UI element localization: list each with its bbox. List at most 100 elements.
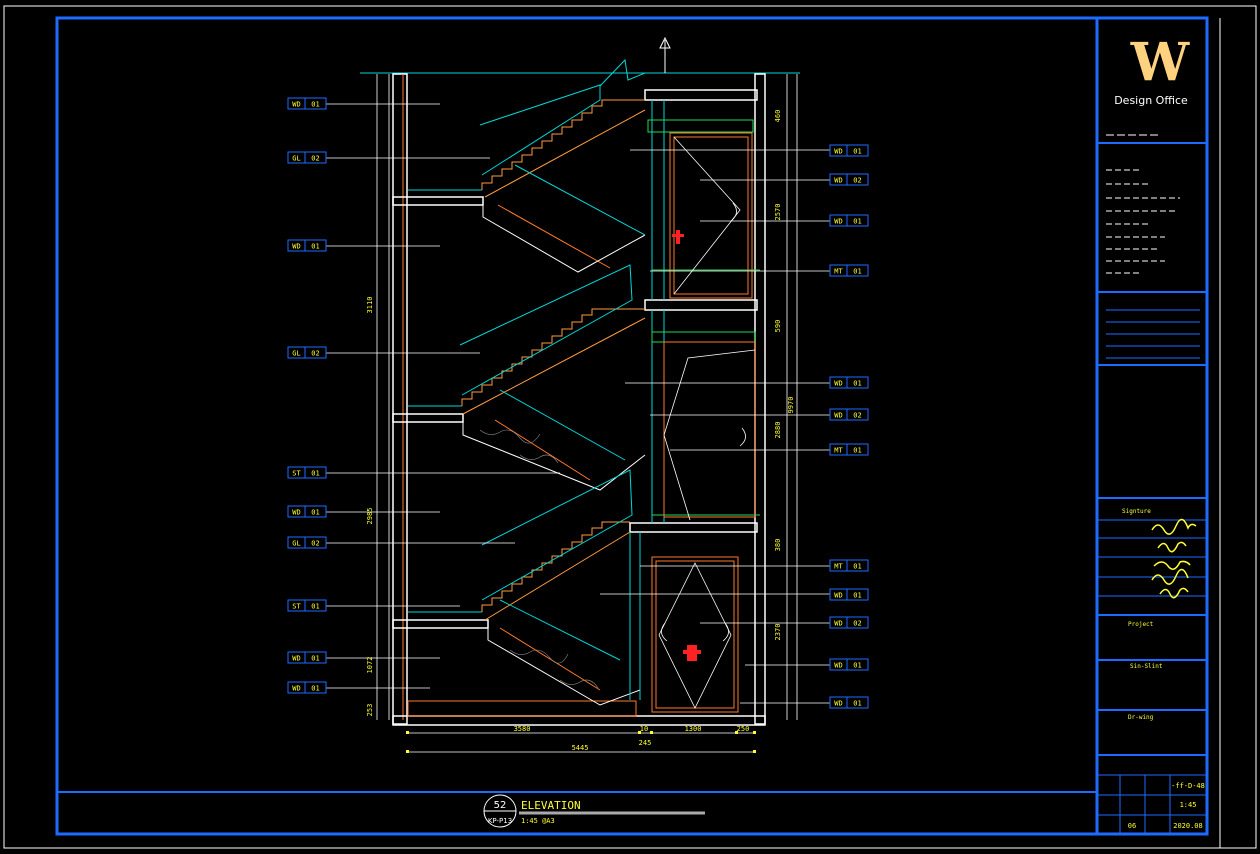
svg-text:MT: MT (834, 268, 843, 276)
svg-text:WD: WD (834, 148, 842, 156)
svg-text:01: 01 (853, 447, 861, 455)
svg-text:01: 01 (853, 148, 861, 156)
tag-right-4: MT 01 (829, 264, 869, 277)
svg-text:01: 01 (853, 662, 861, 670)
tag-left-4: GL 02 (287, 346, 327, 359)
tag-left-6: WD 01 (287, 505, 327, 518)
svg-text:02: 02 (311, 350, 319, 358)
svg-text:02: 02 (311, 155, 319, 163)
tag-left-1: WD 01 (287, 97, 327, 110)
svg-text:01: 01 (311, 603, 319, 611)
dim-right-4: 2880 (774, 422, 782, 439)
tag-right-12: WD 01 (829, 696, 869, 709)
dim-left-2: 2985 (366, 508, 374, 525)
door-lower (651, 556, 739, 713)
svg-text:02: 02 (853, 177, 861, 185)
tag-left-7: GL 02 (287, 536, 327, 549)
tag-right-6: WD 02 (829, 408, 869, 421)
flight-2 (461, 308, 645, 406)
dim-bottom-5: 5445 (572, 744, 589, 752)
svg-text:02: 02 (853, 620, 861, 628)
right-wall (754, 73, 766, 725)
panel-middle (663, 341, 756, 518)
caption-title: ELEVATION (521, 799, 581, 812)
right-material-tags: WD 01 WD 02 WD 01 MT 01 WD 01 WD 02 (829, 144, 869, 709)
svg-text:01: 01 (311, 243, 319, 251)
svg-text:WD: WD (834, 700, 842, 708)
dim-right-7: 9970 (787, 397, 795, 414)
svg-text:02: 02 (853, 412, 861, 420)
svg-text:WD: WD (834, 620, 842, 628)
caption-number: 52 (494, 800, 507, 811)
dim-right-1: 460 (774, 110, 782, 123)
dimension-labels: 3580 10 1300 250 5445 245 3110 2985 1072… (366, 110, 795, 752)
stair-elevation (326, 36, 830, 753)
svg-text:01: 01 (853, 218, 861, 226)
dim-right-6: 2370 (774, 624, 782, 641)
svg-text:01: 01 (311, 101, 319, 109)
svg-text:WD: WD (292, 509, 300, 517)
signature-label: Signture (1122, 508, 1151, 515)
logo-text: W (1130, 32, 1191, 93)
dim-right-3: 590 (774, 320, 782, 333)
dim-left-4: 253 (366, 704, 374, 717)
dim-right-5: 380 (774, 539, 782, 552)
svg-text:MT: MT (834, 563, 843, 571)
tag-right-8: MT 01 (829, 559, 869, 572)
project-caption: Sin-Slint (1130, 663, 1163, 670)
svg-text:02: 02 (311, 540, 319, 548)
svg-text:01: 01 (311, 509, 319, 517)
dim-right-2: 2570 (774, 204, 782, 221)
flight-3 (481, 521, 630, 612)
tag-left-2: GL 02 (287, 151, 327, 164)
dim-left-3: 1072 (366, 657, 374, 674)
svg-text:WD: WD (834, 662, 842, 670)
dim-bottom-2: 10 (640, 725, 648, 733)
office-name: Design Office (1114, 94, 1188, 107)
door-upper (669, 132, 753, 299)
left-wall (392, 73, 408, 725)
tag-left-8: ST 01 (287, 599, 327, 612)
svg-text:WD: WD (834, 177, 842, 185)
scale-value: 1:45 (1180, 801, 1197, 809)
svg-text:MT: MT (834, 447, 843, 455)
tag-left-3: WD 01 (287, 239, 327, 252)
revision-value: 06 (1128, 822, 1136, 830)
svg-text:GL: GL (292, 540, 300, 548)
svg-text:01: 01 (311, 655, 319, 663)
left-material-tags: WD 01 GL 02 WD 01 GL 02 ST 01 WD 01 (287, 97, 327, 694)
dim-bottom-3: 1300 (685, 725, 702, 733)
drawing-number: -ff-D-48 (1171, 782, 1205, 790)
svg-text:01: 01 (311, 470, 319, 478)
svg-text:WD: WD (834, 592, 842, 600)
flight-1 (481, 99, 645, 190)
tag-right-3: WD 01 (829, 214, 869, 227)
svg-text:GL: GL (292, 155, 300, 163)
svg-text:GL: GL (292, 350, 300, 358)
svg-text:01: 01 (853, 380, 861, 388)
svg-text:01: 01 (853, 700, 861, 708)
tag-right-7: MT 01 (829, 443, 869, 456)
drawing-caption: Dr-wing (1128, 714, 1154, 721)
svg-text:WD: WD (292, 243, 300, 251)
date-value: 2020.08 (1173, 822, 1203, 830)
svg-text:ST: ST (292, 603, 301, 611)
dim-bottom-4: 250 (737, 725, 750, 733)
svg-text:WD: WD (834, 412, 842, 420)
svg-text:WD: WD (834, 218, 842, 226)
outer-frame (3, 5, 1257, 849)
signatures (1151, 518, 1197, 599)
diamond-swing (658, 562, 732, 709)
tag-left-5: ST 01 (287, 466, 327, 479)
svg-text:WD: WD (834, 380, 842, 388)
drawing-frame (55, 16, 1209, 836)
svg-text:ST: ST (292, 470, 301, 478)
svg-text:WD: WD (292, 655, 300, 663)
svg-text:WD: WD (292, 101, 300, 109)
tag-right-10: WD 02 (829, 616, 869, 629)
svg-text:01: 01 (853, 592, 861, 600)
tag-right-1: WD 01 (829, 144, 869, 157)
caption-sheet-ref: KP-P13 (488, 817, 512, 825)
tag-left-10: WD 01 (287, 681, 327, 694)
svg-text:WD: WD (292, 685, 300, 693)
